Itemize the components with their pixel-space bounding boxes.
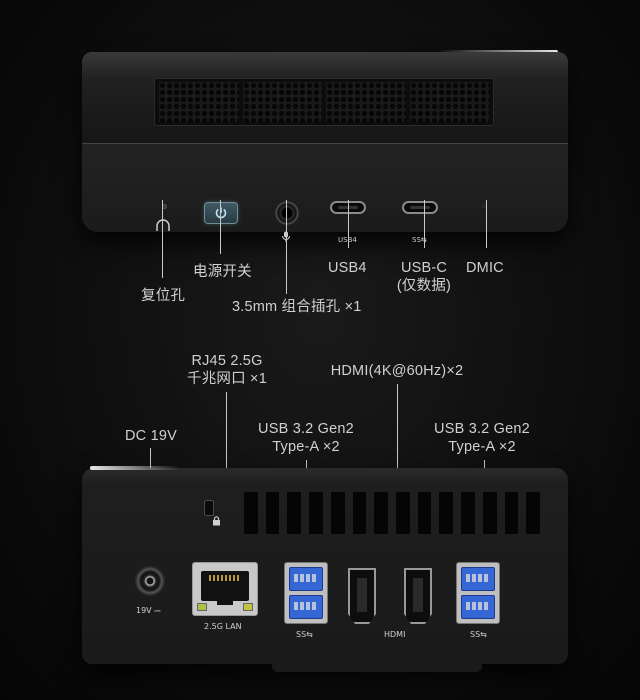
power-icon [215, 207, 227, 219]
usb-right-port-mark: SS⇆ [470, 630, 487, 639]
vent-segment [326, 82, 406, 122]
label-dc: DC 19V [125, 428, 177, 444]
usbc-port-mark: SS⇆ [412, 236, 427, 244]
vent-slot [287, 492, 302, 534]
vent-slot [461, 492, 475, 534]
vent-slot [396, 492, 410, 534]
usb-a-stack-left [284, 562, 328, 624]
label-usb-left-line1: USB 3.2 Gen2 [258, 421, 354, 437]
lan-socket [201, 571, 249, 605]
usb-left-port-mark: SS⇆ [296, 630, 313, 639]
lock-icon [213, 516, 220, 526]
device-top-face [82, 52, 568, 144]
usb4-port-mark: USB4 [338, 236, 357, 244]
label-audio: 3.5mm 组合插孔 ×1 [232, 299, 362, 315]
usb-a-port[interactable] [289, 567, 323, 591]
usb-a-port[interactable] [461, 567, 495, 591]
dc-power-jack[interactable] [135, 566, 165, 596]
vent-slot [244, 492, 258, 534]
vent-slot [439, 492, 454, 534]
leader-line-dmic [486, 200, 487, 248]
label-reset: 复位孔 [141, 288, 186, 304]
top-vent-grille [154, 78, 494, 126]
lan-led-link [197, 603, 207, 611]
leader-line-usb4 [348, 200, 349, 248]
label-usb-left-line2: Type-A ×2 [272, 439, 340, 455]
dmic-hole [482, 204, 486, 208]
vent-slot [330, 492, 345, 534]
usb-a-port[interactable] [289, 595, 323, 619]
vent-segment [409, 82, 489, 122]
hdmi-port-2[interactable] [404, 568, 432, 624]
label-usbc-line1: USB-C [400, 260, 448, 276]
vent-slot [309, 492, 323, 534]
audio-jack[interactable] [275, 201, 299, 225]
label-usbc-line2: (仅数据) [396, 278, 452, 294]
label-hdmi: HDMI(4K@60Hz)×2 [330, 363, 464, 379]
rear-vent-slots [244, 492, 541, 534]
vent-slot [265, 492, 280, 534]
lan-led-activity [243, 603, 253, 611]
usbc-port[interactable] [402, 201, 438, 214]
leader-line-hdmi [397, 384, 398, 488]
leader-line-usbc [424, 200, 425, 248]
label-usb4: USB4 [328, 260, 367, 276]
leader-line-audio [286, 200, 287, 294]
device-rear-view: 19V ⎓ 2.5G LAN SS⇆ HDMI SS⇆ [82, 466, 568, 672]
security-lock-slot [204, 500, 214, 516]
vent-segment [159, 82, 239, 122]
vent-slot [417, 492, 432, 534]
usb-a-port[interactable] [461, 595, 495, 619]
vent-slot [352, 492, 367, 534]
device-foot [272, 664, 482, 672]
label-rj45-line1: RJ45 2.5G [191, 353, 263, 369]
label-rj45-line2: 千兆网口 ×1 [187, 371, 267, 387]
device-front-face: USB4 SS⇆ [82, 144, 568, 244]
label-usb-right-line1: USB 3.2 Gen2 [434, 421, 530, 437]
label-dmic: DMIC [466, 260, 504, 276]
vent-slot [526, 492, 541, 534]
lan-port-mark: 2.5G LAN [204, 622, 242, 631]
hdmi-port-1[interactable] [348, 568, 376, 624]
hdmi-port-mark: HDMI [384, 630, 406, 639]
vent-slot [482, 492, 497, 534]
rj45-lan-port[interactable] [192, 562, 258, 616]
label-usb-right-line2: Type-A ×2 [448, 439, 516, 455]
power-button[interactable] [204, 202, 238, 224]
device-front-view: USB4 SS⇆ [82, 50, 568, 244]
vent-slot [374, 492, 389, 534]
label-power: 电源开关 [193, 264, 252, 280]
vent-segment [242, 82, 322, 122]
vent-slot [504, 492, 519, 534]
usb-a-stack-right [456, 562, 500, 624]
leader-line-power [220, 200, 221, 254]
top-edge-highlight [90, 466, 180, 470]
leader-line-reset [162, 200, 163, 278]
headset-icon [156, 219, 170, 231]
dc-port-mark: 19V ⎓ [136, 606, 161, 615]
